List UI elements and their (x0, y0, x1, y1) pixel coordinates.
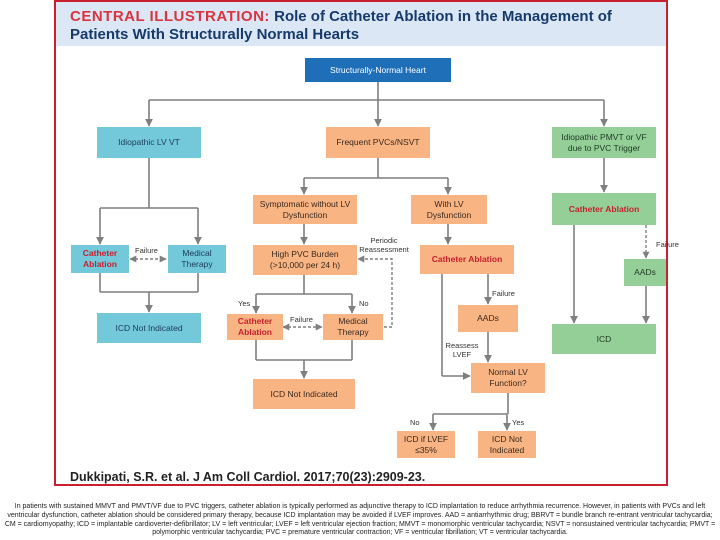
node-frequent-pvcs-nsvt: Frequent PVCs/NSVT (326, 127, 430, 158)
node-normal-lv-function: Normal LV Function? (471, 363, 545, 393)
node-right-catheter-ablation: Catheter Ablation (552, 193, 656, 225)
node-idiopathic-pmvt-vf: Idiopathic PMVT or VF due to PVC Trigger (552, 127, 656, 158)
central-illustration-label: CENTRAL ILLUSTRATION: (70, 8, 270, 25)
label-mid-failure: Failure (290, 315, 313, 324)
label-no-mid: No (359, 299, 369, 308)
illustration-title-line-2: Patients With Structurally Normal Hearts (70, 26, 360, 43)
node-left-catheter-ablation: Catheter Ablation (71, 245, 129, 273)
label-yes-mid: Yes (238, 299, 251, 308)
label-periodic-reassessment: Periodic Reassessment (359, 236, 409, 254)
node-left-medical-therapy: Medical Therapy (168, 245, 226, 273)
citation: Dukkipati, S.R. et al. J Am Coll Cardiol… (70, 470, 426, 484)
node-right-aads: AADs (624, 259, 666, 286)
node-left-icd-not-indicated: ICD Not Indicated (97, 313, 201, 343)
label-right-failure: Failure (656, 240, 679, 249)
node-lvd-icd-not-indicated: ICD Not Indicated (478, 431, 536, 458)
node-mid-icd-not-indicated: ICD Not Indicated (253, 379, 355, 409)
node-with-lv-dysfunction: With LV Dysfunction (411, 195, 487, 224)
node-high-pvc-burden: High PVC Burden (>10,000 per 24 h) (253, 245, 357, 275)
node-lvd-aads: AADs (458, 305, 518, 332)
node-lvd-catheter-ablation: Catheter Ablation (420, 245, 514, 274)
label-yes-lvd: Yes (512, 418, 525, 427)
node-mid-catheter-ablation: Catheter Ablation (227, 314, 283, 340)
label-reassess-lvef: Reassess LVEF (445, 341, 479, 359)
illustration-title-line-1: CENTRAL ILLUSTRATION: Role of Catheter A… (70, 8, 612, 25)
dashed-periodic-reassessment (357, 255, 393, 328)
node-mid-medical-therapy: Medical Therapy (323, 314, 383, 340)
label-left-failure: Failure (135, 246, 158, 255)
node-idiopathic-lv-vt: Idiopathic LV VT (97, 127, 201, 158)
label-lvd-failure: Failure (492, 289, 515, 298)
node-icd-if-lvef-35: ICD if LVEF ≤35% (397, 431, 455, 458)
title-text-1: Role of Catheter Ablation in the Managem… (269, 8, 612, 25)
node-structurally-normal-heart: Structurally-Normal Heart (305, 58, 451, 82)
label-no-lvd: No (410, 418, 420, 427)
footnote-caption: In patients with sustained MMVT and PMVT… (4, 503, 716, 537)
node-right-icd: ICD (552, 324, 656, 354)
node-symptomatic-without-lv-dysfunction: Symptomatic without LV Dysfunction (253, 195, 357, 224)
illustration-header: CENTRAL ILLUSTRATION: Role of Catheter A… (56, 2, 666, 46)
